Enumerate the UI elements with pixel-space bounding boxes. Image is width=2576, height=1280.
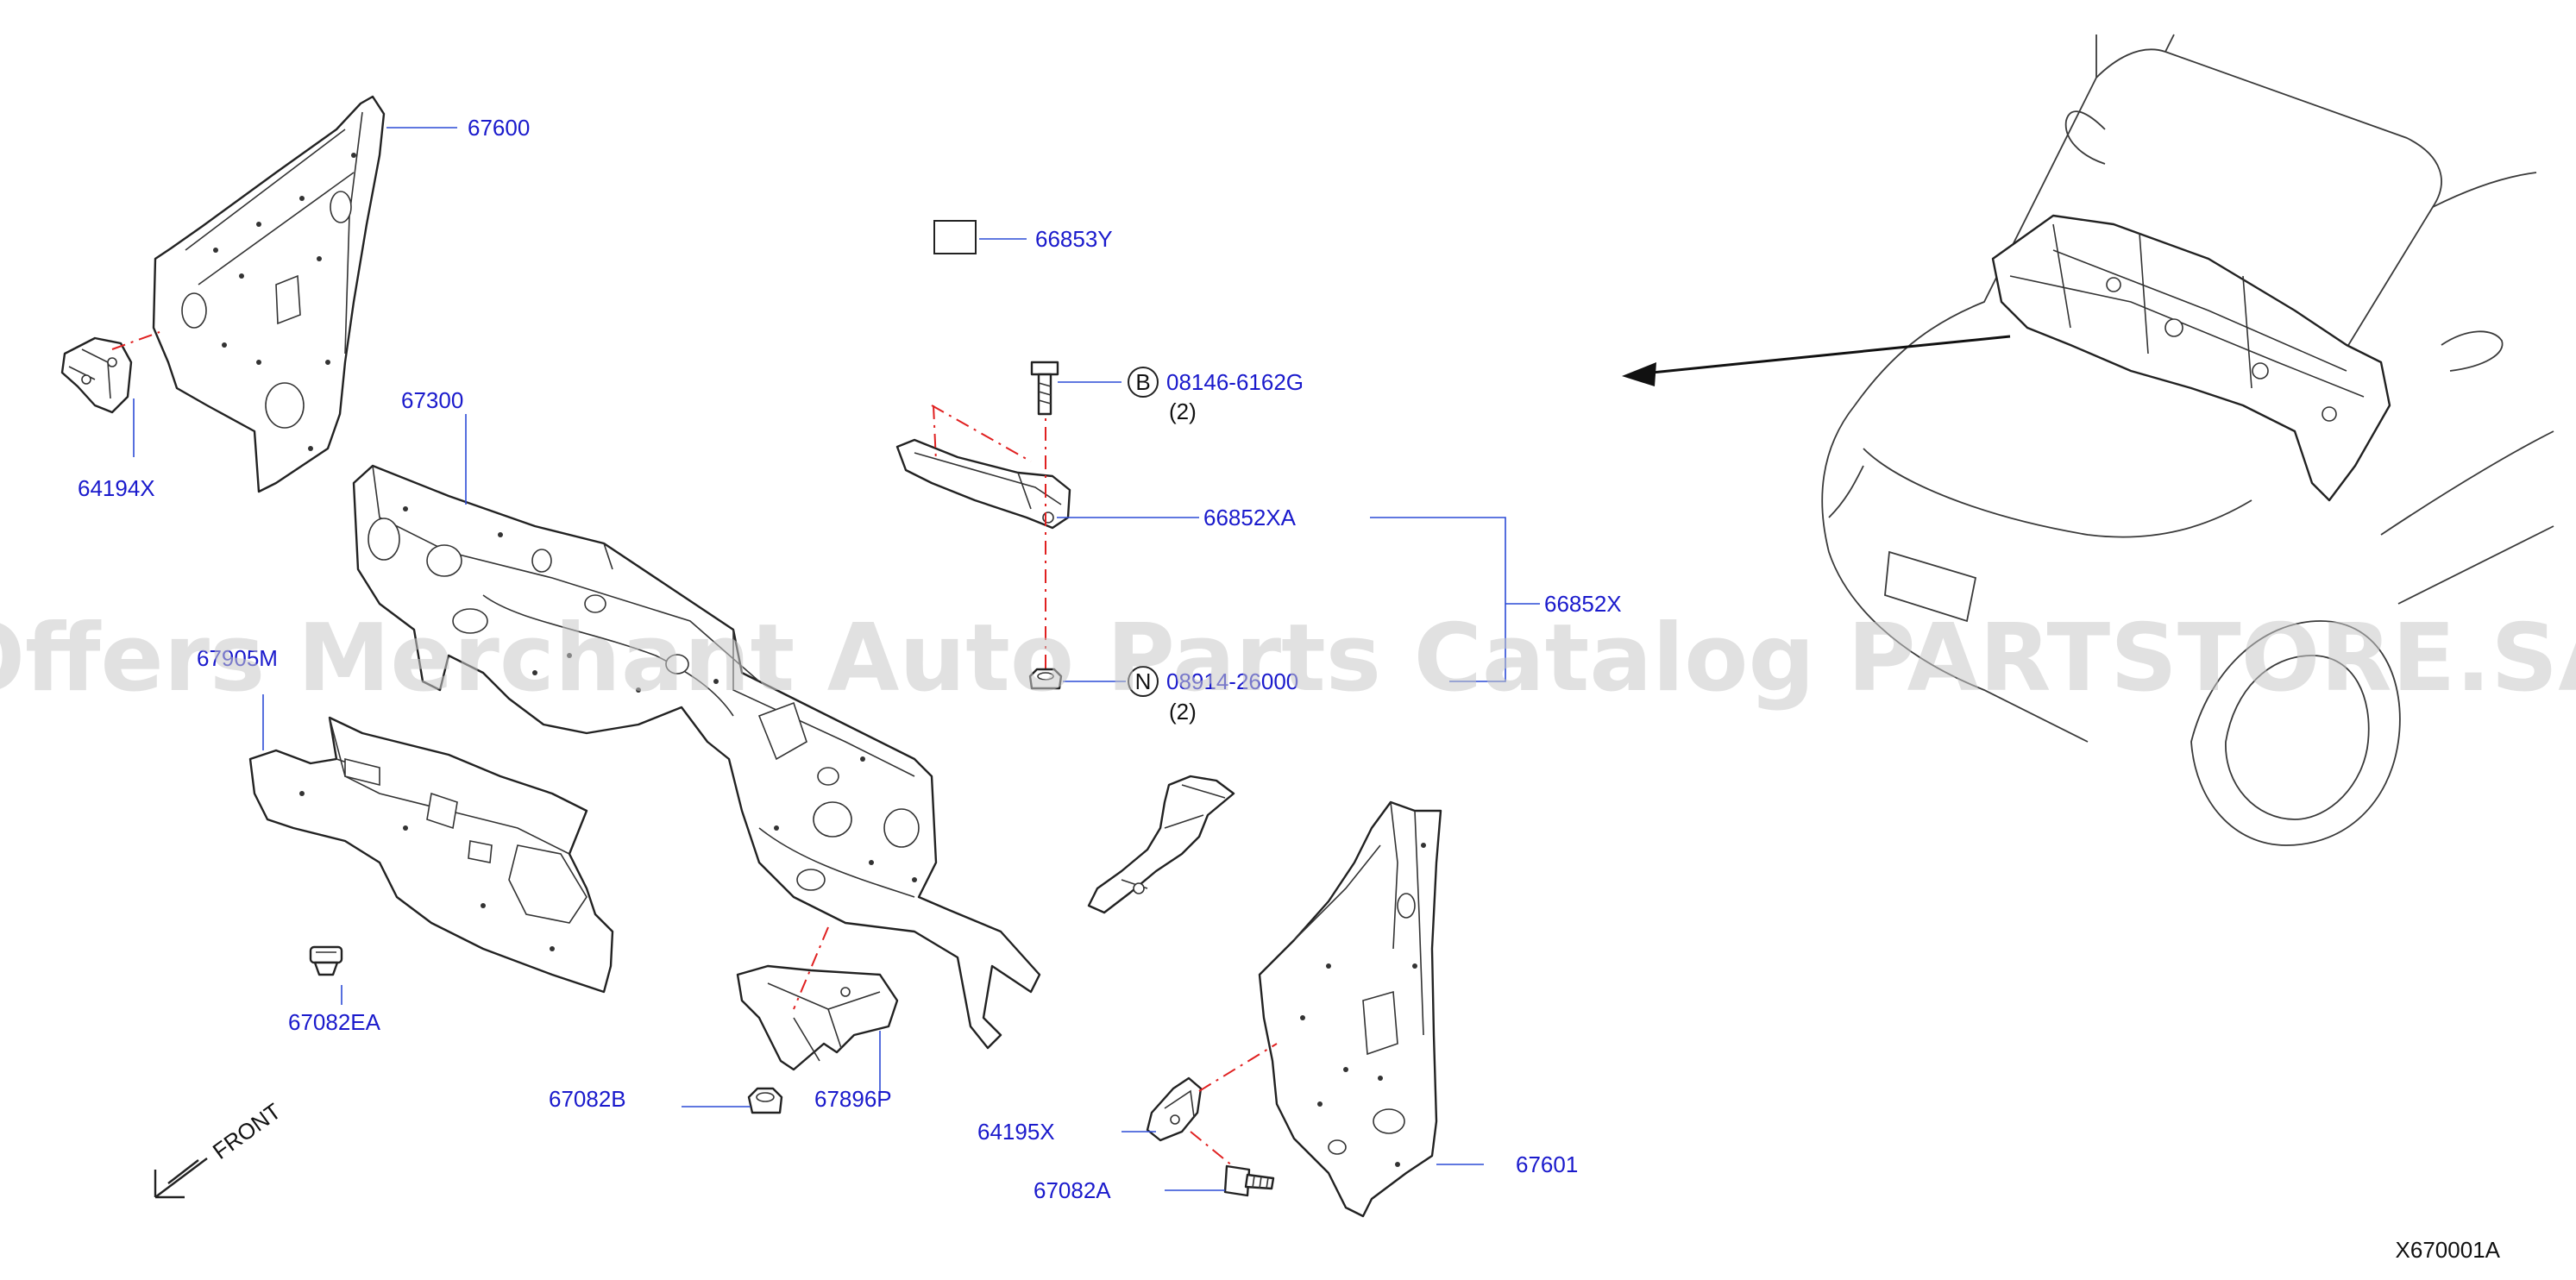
part-67300-dash-lower-panel — [352, 464, 1041, 1050]
part-64195x-bracket — [1146, 1076, 1203, 1142]
symbol-n-circle: N — [1128, 666, 1159, 697]
callout-64194x[interactable]: 64194X — [78, 475, 155, 501]
callout-67082a[interactable]: 67082A — [1034, 1177, 1111, 1203]
diagram-code: X670001A — [2396, 1237, 2501, 1263]
callout-67300[interactable]: 67300 — [401, 387, 463, 413]
part-67601-dash-side-panel-rh — [1258, 800, 1442, 1218]
qty-08914-26000: (2) — [1169, 699, 1197, 725]
front-direction-arrow: FRONT — [154, 1098, 286, 1199]
alignment-line-66852xa-top — [931, 405, 1032, 462]
symbol-n-text: N — [1135, 668, 1152, 694]
part-08146-6162g-bolt — [1030, 361, 1059, 416]
alignment-line-64194x — [111, 331, 160, 350]
callout-67905m[interactable]: 67905M — [197, 645, 278, 671]
callout-67601[interactable]: 67601 — [1516, 1151, 1578, 1177]
callout-66853y[interactable]: 66853Y — [1035, 226, 1113, 252]
part-66852x-bracket — [1087, 775, 1235, 914]
callout-66852xa[interactable]: 66852XA — [1203, 505, 1297, 530]
alignment-line-66852xa-side — [933, 405, 937, 462]
part-67082ea-clip — [309, 945, 343, 976]
symbol-b-text: B — [1135, 369, 1150, 395]
callout-67600[interactable]: 67600 — [468, 115, 530, 141]
callout-67082b[interactable]: 67082B — [549, 1086, 626, 1112]
symbol-b-circle: B — [1128, 367, 1159, 398]
part-08914-26000-nut — [1028, 668, 1063, 690]
part-67082a-bolt — [1223, 1164, 1275, 1197]
part-66852xa-cowl-extension — [895, 438, 1071, 530]
alignment-line-64195x — [1198, 1043, 1278, 1092]
callout-64195x[interactable]: 64195X — [977, 1119, 1055, 1145]
callout-08146-6162g[interactable]: 08146-6162G — [1166, 369, 1304, 395]
leader-lines — [133, 127, 1540, 1191]
part-67905m-dash-insulator — [248, 716, 614, 994]
part-67600-dash-side-panel-lh — [152, 95, 386, 493]
vehicle-location-view — [1821, 34, 2554, 846]
callout-67082ea[interactable]: 67082EA — [288, 1009, 381, 1035]
location-pointer-arrow — [1622, 335, 2011, 386]
part-64194x-bracket — [60, 336, 133, 414]
part-66853y-symbol-box — [933, 220, 977, 254]
part-67896p-cover — [736, 964, 899, 1071]
callout-66852x[interactable]: 66852X — [1544, 591, 1622, 617]
qty-08146-6162g: (2) — [1169, 398, 1197, 424]
callout-08914-26000[interactable]: 08914-26000 — [1166, 668, 1298, 694]
front-label: FRONT — [208, 1098, 286, 1164]
watermark-text: Offers Merchant Auto Parts Catalog PARTS… — [0, 605, 2576, 712]
callout-67896p[interactable]: 67896P — [814, 1086, 892, 1112]
part-67082b-nut — [747, 1087, 783, 1114]
